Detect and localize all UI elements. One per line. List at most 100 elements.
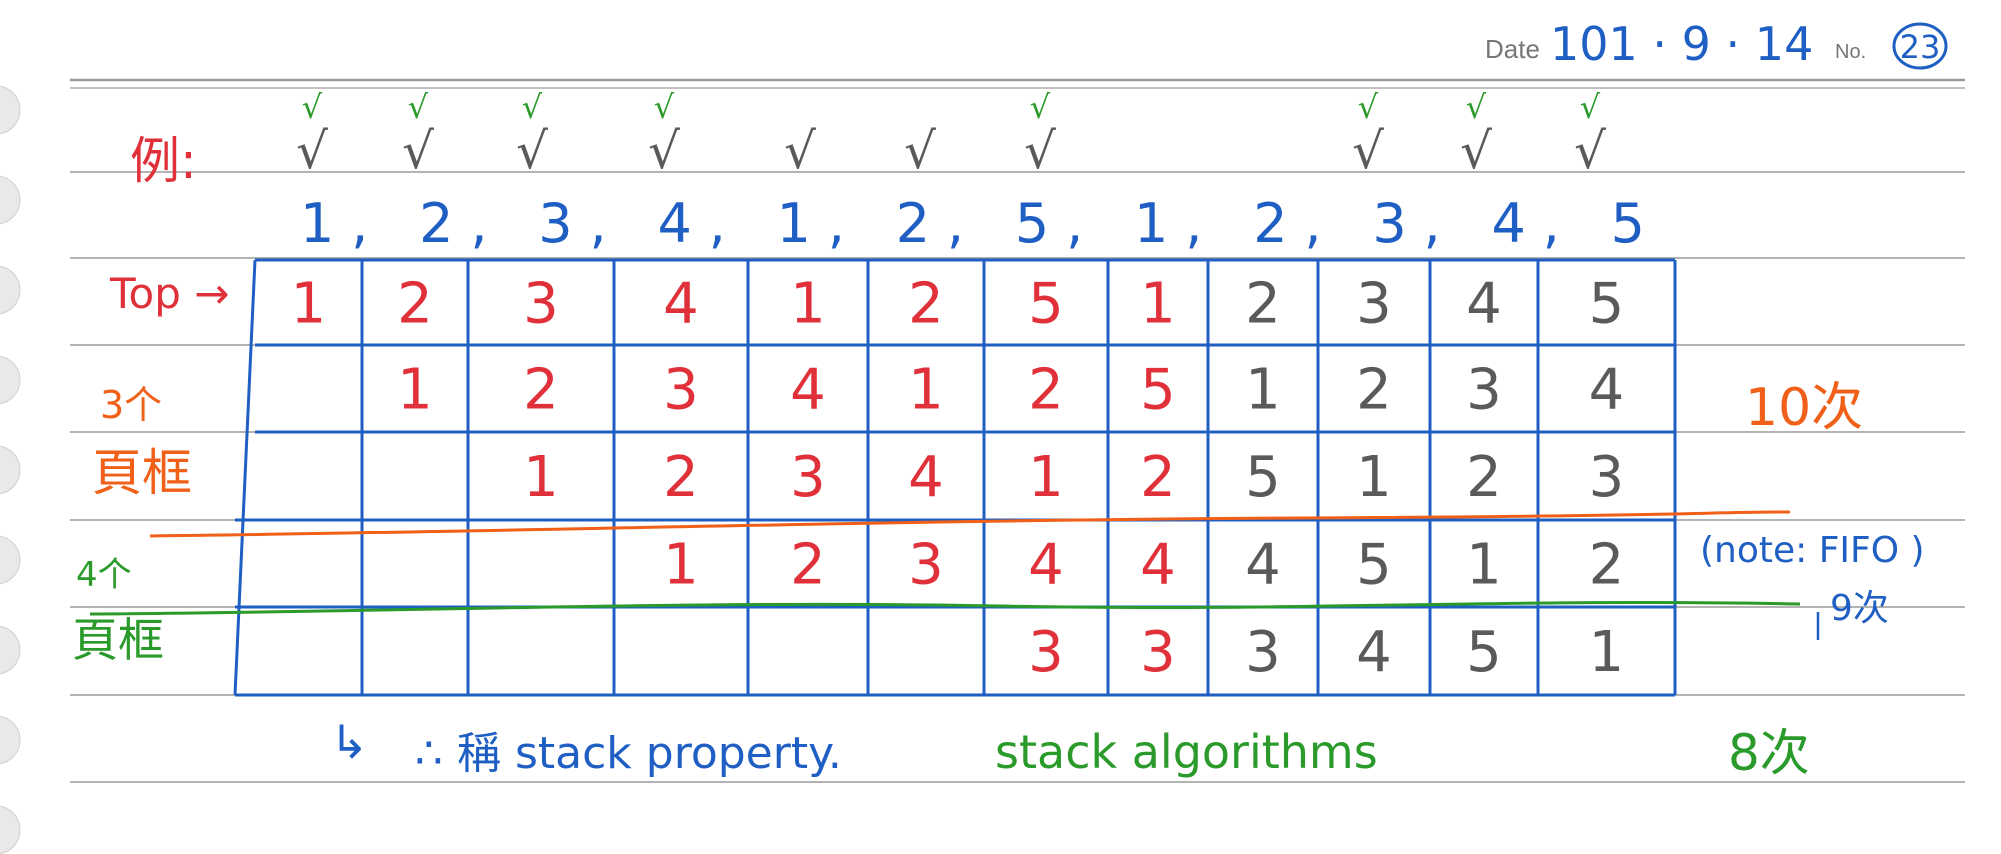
- check-mark-four-frames: √: [654, 88, 675, 126]
- table-cell: 1: [1245, 358, 1281, 423]
- conclusion-line: ↳ ∴ 稱 stack property. stack algorithms: [330, 715, 1378, 779]
- three-frames-fault-count: 10次: [1745, 378, 1863, 438]
- table-cell: 2: [1356, 358, 1392, 423]
- check-mark-four-frames: √: [1466, 88, 1487, 126]
- table-cell: 1: [291, 272, 327, 337]
- binder-hole: [0, 445, 21, 495]
- four-frames-label-2: 頁框: [72, 613, 164, 667]
- four-frames-label: 4个: [76, 555, 132, 595]
- check-mark-four-frames: √: [408, 88, 429, 126]
- table-cell: 4: [908, 445, 944, 510]
- table-cell: 3: [1466, 358, 1502, 423]
- check-mark-three-frames: √: [904, 122, 936, 180]
- conclusion-arrow: ↳: [330, 715, 369, 769]
- table-cell: 1: [1589, 620, 1625, 685]
- stack-algorithms-text: stack algorithms: [995, 725, 1378, 779]
- check-mark-three-frames: √: [402, 122, 434, 180]
- page-number: 23: [1900, 28, 1941, 66]
- check-mark-three-frames: √: [1352, 122, 1384, 180]
- check-mark-three-frames: √: [1574, 122, 1606, 180]
- table-cell: 2: [1245, 272, 1281, 337]
- table-cell: 2: [523, 358, 559, 423]
- table-cell: 3: [908, 533, 944, 598]
- binder-hole: [0, 715, 21, 765]
- table-cell: 1: [1356, 445, 1392, 510]
- table-cell: 3: [790, 445, 826, 510]
- binder-hole: [0, 805, 21, 854]
- page-header: Date 101 · 9 · 14 No. 23: [1485, 17, 1948, 71]
- table-cell: 5: [1245, 445, 1281, 510]
- table-cell: 3: [1356, 272, 1392, 337]
- check-mark-three-frames: √: [516, 122, 548, 180]
- table-cell: 3: [1140, 620, 1176, 685]
- check-mark-four-frames: √: [1358, 88, 1379, 126]
- side-notes: 10次 (note: FIFO ) 9次 8次: [1700, 378, 1925, 782]
- page-number-circle: [1892, 22, 1948, 70]
- table-cell: 2: [908, 272, 944, 337]
- table-cell: 1: [1028, 445, 1064, 510]
- table-cell: 5: [1466, 620, 1502, 685]
- check-mark-three-frames: √: [648, 122, 680, 180]
- binder-hole: [0, 265, 21, 315]
- no-label: No.: [1835, 41, 1866, 63]
- check-mark-four-frames: √: [1030, 88, 1051, 126]
- table-cell: 4: [1466, 272, 1502, 337]
- table-cell: 5: [1140, 358, 1176, 423]
- table-column-rule: [233, 259, 257, 696]
- check-mark-three-frames: √: [1460, 122, 1492, 180]
- three-frames-label-2: 頁框: [92, 444, 192, 502]
- table-cell: 3: [1028, 620, 1064, 685]
- table-cell: 2: [790, 533, 826, 598]
- table-cell: 1: [663, 533, 699, 598]
- check-mark-three-frames: √: [1024, 122, 1056, 180]
- table-cell: 2: [1589, 533, 1625, 598]
- four-frames-fault-count: 8次: [1728, 724, 1810, 782]
- table-cell: 3: [523, 272, 559, 337]
- table-cell: 2: [663, 445, 699, 510]
- fifo-note: (note: FIFO ): [1700, 530, 1925, 571]
- date-label: Date: [1485, 34, 1540, 64]
- binder-holes: [0, 85, 21, 854]
- table-cell: 4: [1245, 533, 1281, 598]
- check-mark-three-frames: √: [296, 122, 328, 180]
- table-cell: 4: [790, 358, 826, 423]
- three-frame-boundary: [149, 510, 1791, 538]
- table-cell: 3: [1589, 445, 1625, 510]
- table-cell: 1: [790, 272, 826, 337]
- binder-hole: [0, 625, 21, 675]
- table-cell: 5: [1028, 272, 1064, 337]
- fault-marks: √√√√√√√√√√√√√√√√√√: [296, 88, 1606, 180]
- top-pointer-label: Top →: [109, 269, 229, 318]
- stack-table-grid: [233, 258, 1677, 697]
- date-value: 101 · 9 · 14: [1550, 17, 1813, 71]
- table-cell: 1: [1140, 272, 1176, 337]
- check-mark-four-frames: √: [302, 88, 323, 126]
- table-cell: 1: [523, 445, 559, 510]
- binder-hole: [0, 355, 21, 405]
- three-frames-label: 3个: [100, 383, 162, 427]
- table-cell: 3: [663, 358, 699, 423]
- check-mark-three-frames: √: [784, 122, 816, 180]
- table-cell: 5: [1589, 272, 1625, 337]
- table-row: 3 3 3 4 5 1: [1028, 620, 1624, 685]
- check-mark-four-frames: √: [522, 88, 543, 126]
- row-labels: Top → 3个 頁框 4个 頁框: [72, 269, 229, 667]
- table-cell: 3: [1245, 620, 1281, 685]
- binder-hole: [0, 535, 21, 585]
- table-cell: 2: [397, 272, 433, 337]
- table-cell: 2: [1028, 358, 1064, 423]
- example-label: 例:: [130, 132, 197, 190]
- fifo-fault-count: 9次: [1830, 588, 1889, 629]
- table-cell: 2: [1140, 445, 1176, 510]
- binder-hole: [0, 85, 21, 135]
- table-cell: 1: [397, 358, 433, 423]
- table-cell: 4: [1589, 358, 1625, 423]
- table-cell: 5: [1356, 533, 1392, 598]
- table-cell: 4: [1356, 620, 1392, 685]
